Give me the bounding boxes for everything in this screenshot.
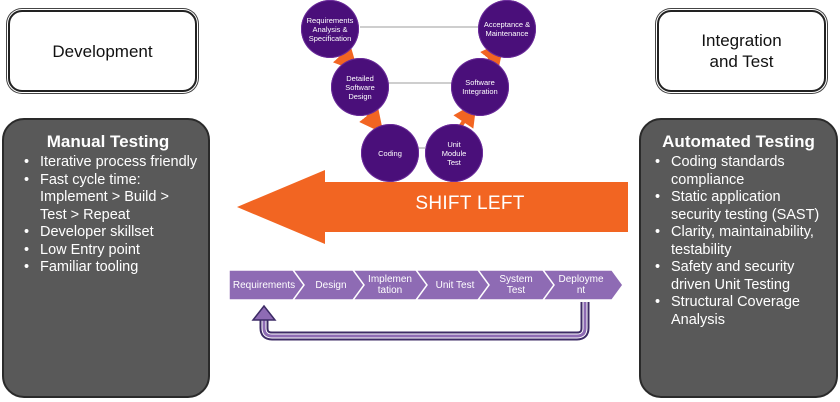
list-item: Static application security testing (SAS… (655, 189, 828, 224)
list-item: Developer skillset (24, 224, 198, 242)
list-item: Familiar tooling (24, 259, 198, 277)
integration-test-cloud: Integration and Test (657, 10, 826, 92)
integration-test-label: Integration and Test (701, 31, 782, 71)
manual-testing-title: Manual Testing (46, 132, 170, 151)
stage-label: Requirements (232, 279, 296, 291)
list-item: Structural Coverage Analysis (655, 294, 828, 329)
v-node-software-integration: Software Integration (451, 58, 509, 116)
list-item: Safety and security driven Unit Testing (655, 259, 828, 294)
v-node-coding: Coding (361, 124, 419, 182)
list-item: Clarity, maintainability, testability (655, 224, 828, 259)
feedback-arrow-head (251, 304, 277, 321)
list-item: Fast cycle time: Implement > Build > Tes… (24, 172, 198, 225)
automated-testing-panel: Automated Testing Coding standards compl… (639, 118, 838, 398)
v-node-acceptance: Acceptance & Maintenance (478, 0, 536, 58)
list-item: Low Entry point (24, 242, 198, 260)
list-item: Iterative process friendly (24, 154, 198, 172)
chevron-deployment (541, 269, 624, 301)
stage-label: System Test (499, 274, 533, 296)
stage-label: Design (315, 279, 347, 291)
automated-testing-title: Automated Testing (662, 132, 815, 151)
manual-testing-panel: Manual Testing Iterative process friendl… (2, 118, 210, 398)
shift-left-arrow (237, 170, 628, 244)
shift-left-label: SHIFT LEFT (415, 193, 525, 214)
development-cloud: Development (8, 10, 197, 92)
v-node-detailed-design: Detailed Software Design (331, 58, 389, 116)
stage-label: Implemen tation (368, 274, 412, 296)
manual-testing-list: Iterative process friendly Fast cycle ti… (18, 154, 198, 277)
v-node-requirements: Requirements Analysis & Specification (301, 0, 359, 58)
development-label: Development (52, 41, 153, 61)
v-node-unit-module-test: Unit Module Test (425, 124, 483, 182)
list-item: Coding standards compliance (655, 154, 828, 189)
stage-label: Unit Test (435, 279, 475, 291)
automated-testing-list: Coding standards compliance Static appli… (649, 154, 828, 329)
feedback-loop-arrow (259, 302, 590, 341)
pipeline-chevrons (228, 269, 624, 301)
stage-label: Deployme nt (558, 274, 604, 296)
